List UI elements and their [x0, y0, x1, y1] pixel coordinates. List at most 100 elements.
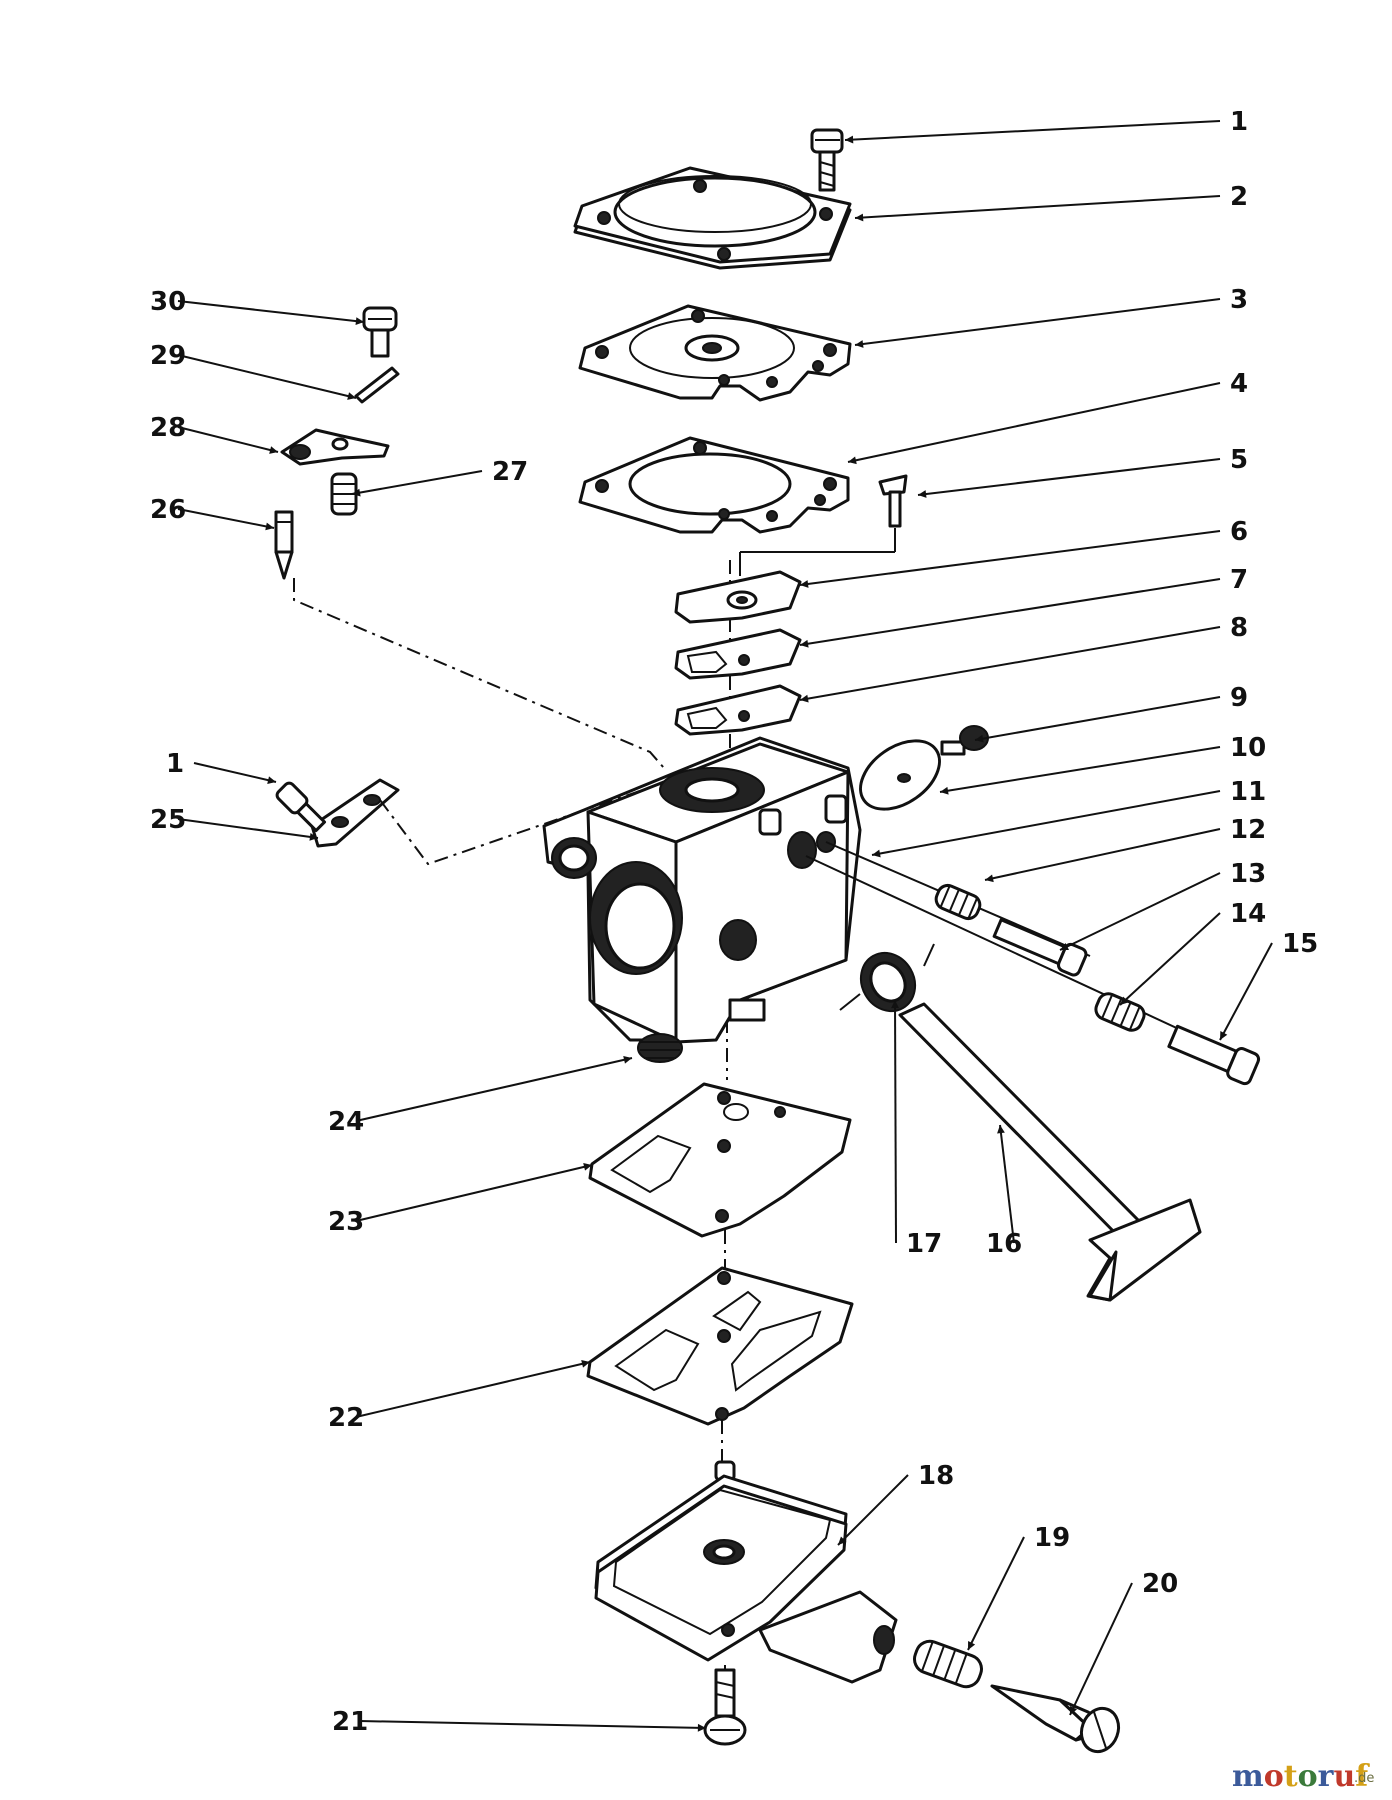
pump-gasket	[586, 1266, 854, 1426]
callout-number: 24	[328, 1107, 364, 1137]
callout-18: 18	[837, 1461, 954, 1546]
leader-arrowhead	[583, 1163, 592, 1171]
callout-23: 23	[328, 1163, 593, 1237]
lever-plate-8	[674, 684, 802, 736]
lever-screw	[362, 306, 398, 358]
callout-number: 28	[150, 413, 186, 443]
leader-line	[844, 120, 1221, 141]
leader-arrowhead	[918, 490, 927, 498]
leader-line	[355, 1057, 633, 1122]
leader-arrowhead	[838, 1536, 847, 1545]
leader-arrowhead	[855, 213, 864, 222]
metering-diaphragm	[578, 304, 852, 402]
leader-line	[799, 530, 1221, 586]
leader-arrowhead	[968, 1641, 976, 1650]
leader-line	[1059, 872, 1221, 951]
callout-10: 10	[939, 733, 1266, 795]
callout-number: 13	[1230, 859, 1266, 889]
leader-line	[917, 458, 1221, 496]
needle-spring	[913, 1639, 983, 1689]
link-screw	[275, 781, 327, 833]
leader-line	[837, 1474, 909, 1546]
watermark: motoruf .de	[1232, 1759, 1374, 1794]
callout-number: 3	[1230, 285, 1248, 315]
callout-number: 12	[1230, 815, 1266, 845]
leader-arrowhead	[697, 1723, 706, 1732]
callout-3: 3	[854, 285, 1248, 348]
callout-number: 2	[1230, 182, 1248, 212]
callout-number: 8	[1230, 613, 1248, 643]
parts-drawing	[274, 128, 1261, 1754]
lever-plate-7	[674, 628, 802, 680]
leader-arrowhead	[848, 456, 857, 465]
needle-screw	[990, 1684, 1121, 1754]
carburetor-body	[542, 736, 862, 1044]
idle-mixture-screw	[825, 841, 1091, 977]
callout-26: 26	[150, 495, 275, 531]
leader-arrowhead	[997, 1125, 1005, 1134]
throttle-valve-disc	[859, 739, 941, 811]
leader-arrowhead	[1060, 942, 1069, 951]
callout-21: 21	[332, 1707, 707, 1737]
leader-line	[799, 626, 1221, 701]
leader-line	[359, 1720, 707, 1729]
callout-number: 16	[986, 1229, 1022, 1259]
pump-cover	[594, 1460, 898, 1684]
leader-line	[355, 1164, 593, 1222]
callout-13: 13	[1059, 859, 1266, 951]
callout-number: 10	[1230, 733, 1266, 763]
callout-number: 30	[150, 287, 186, 317]
leader-line	[999, 1124, 1015, 1244]
callout-4: 4	[847, 369, 1248, 465]
leader-line	[939, 746, 1221, 793]
callout-11: 11	[871, 777, 1266, 858]
callout-1: 1	[166, 749, 277, 784]
fuel-filter-screen	[637, 1033, 683, 1063]
diaphragm-gasket	[578, 436, 850, 534]
watermark-letter: o	[1264, 1759, 1284, 1794]
lever-pin	[354, 366, 400, 404]
callout-15: 15	[1219, 929, 1318, 1041]
watermark-letter: t	[1284, 1759, 1298, 1794]
callout-17: 17	[891, 999, 942, 1259]
link-lever	[310, 778, 661, 866]
watermark-letter: o	[1298, 1759, 1318, 1794]
leader-arrowhead	[269, 446, 278, 454]
callout-number: 22	[328, 1403, 364, 1433]
leader-line	[1119, 912, 1221, 1006]
callout-number: 18	[918, 1461, 954, 1491]
watermark-suffix: .de	[1354, 1771, 1374, 1786]
leader-line	[193, 762, 277, 783]
callout-number: 23	[328, 1207, 364, 1237]
leader-line	[177, 818, 319, 839]
leader-line	[351, 470, 483, 495]
callout-29: 29	[150, 341, 357, 400]
callout-6: 6	[799, 517, 1248, 588]
leader-arrowhead	[800, 580, 809, 588]
leader-arrowhead	[800, 639, 809, 648]
leader-arrowhead	[800, 694, 809, 703]
leader-arrowhead	[845, 135, 854, 144]
watermark-letter: f	[1355, 1759, 1370, 1794]
leader-arrowhead	[309, 833, 318, 841]
callout-number: 14	[1230, 899, 1266, 929]
callout-5: 5	[917, 445, 1248, 498]
callout-9: 9	[974, 683, 1248, 743]
leader-arrowhead	[985, 874, 994, 883]
callout-number: 29	[150, 341, 186, 371]
leader-arrowhead	[1220, 1031, 1228, 1040]
callout-1: 1	[844, 107, 1248, 144]
callout-7: 7	[799, 565, 1248, 648]
watermark-letter: m	[1232, 1759, 1264, 1794]
leader-line	[177, 426, 279, 453]
pump-diaphragm	[588, 1082, 852, 1238]
callout-19: 19	[967, 1523, 1070, 1651]
screw-top	[810, 128, 844, 192]
callout-number: 4	[1230, 369, 1248, 399]
leader-line	[871, 790, 1221, 856]
callout-number: 7	[1230, 565, 1248, 595]
callout-number: 15	[1282, 929, 1318, 959]
callout-30: 30	[150, 287, 365, 325]
callout-number: 17	[906, 1229, 942, 1259]
